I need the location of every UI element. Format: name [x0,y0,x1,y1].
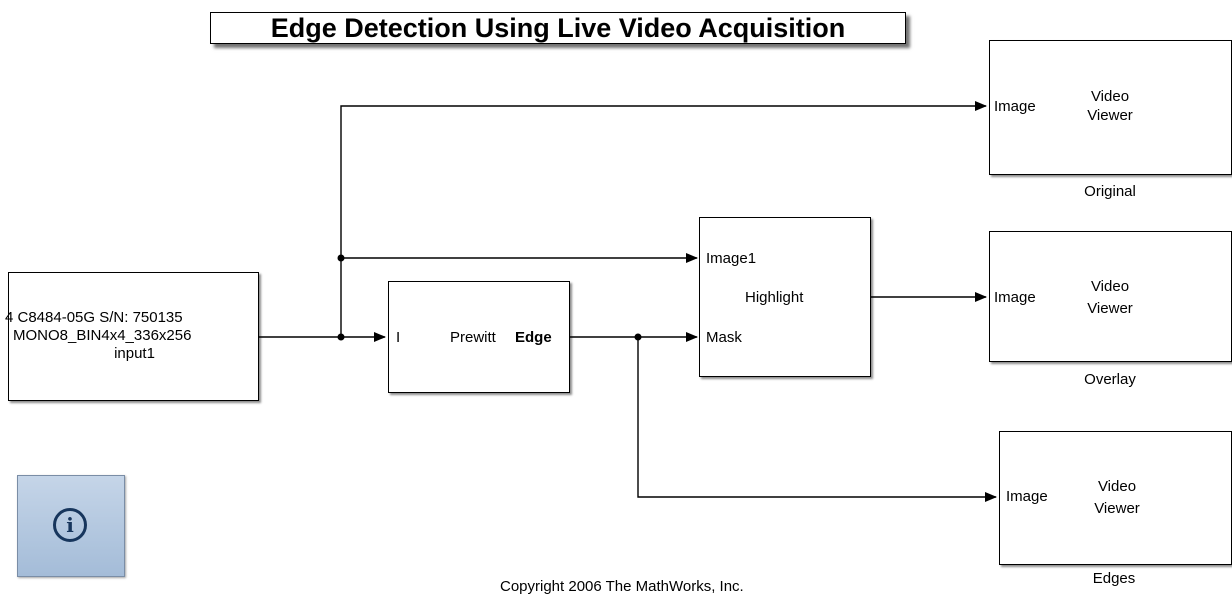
junction-dot [337,333,345,341]
line-to-edges-viewer [637,337,997,502]
viewer-title-line1: Video [1090,278,1130,295]
video-source-block[interactable]: 4 C8484-05G S/N: 750135 MONO8_BIN4x4_336… [5,272,259,401]
viewer-port-label: Image [994,98,1036,115]
edge-method-label: Prewitt [450,329,496,346]
viewer-port-label: Image [994,289,1036,306]
junction-dot [337,254,345,262]
highlight-image-port-label: Image1 [706,250,757,267]
viewer-title-line1: Video [1097,478,1137,495]
highlight-label: Highlight [745,289,804,306]
video-viewer-original[interactable]: Image Video Viewer [989,40,1232,175]
diagram-title: Edge Detection Using Live Video Acquisit… [210,12,906,44]
viewer-name-edges: Edges [1092,570,1136,587]
source-device-label: 4 C8484-05G S/N: 750135 [5,309,183,326]
edge-out-port-label: Edge [515,329,552,346]
viewer-title-line1: Video [1090,88,1130,105]
copyright-text: Copyright 2006 The MathWorks, Inc. [500,578,744,595]
edge-in-port-label: I [396,329,401,346]
highlight-mask-port-label: Mask [706,329,742,346]
viewer-title-line2: Viewer [1087,300,1133,317]
viewer-title-line2: Viewer [1087,107,1133,124]
viewer-title-line2: Viewer [1094,500,1140,517]
viewer-name-original: Original [1084,183,1136,200]
source-format-label: MONO8_BIN4x4_336x256 [13,327,192,344]
viewer-name-overlay: Overlay [1084,371,1136,388]
video-viewer-edges[interactable]: Image Video Viewer [999,431,1232,565]
viewer-port-label: Image [1006,488,1048,505]
video-viewer-overlay[interactable]: Image Video Viewer [989,231,1232,362]
info-icon: i [53,508,87,542]
highlight-block[interactable]: Image1 Highlight Mask [699,217,871,377]
junction-dot [634,333,642,341]
info-button[interactable]: i [17,475,125,577]
edge-detection-block[interactable]: I Prewitt Edge [388,281,570,393]
source-port-label: input1 [114,345,155,362]
